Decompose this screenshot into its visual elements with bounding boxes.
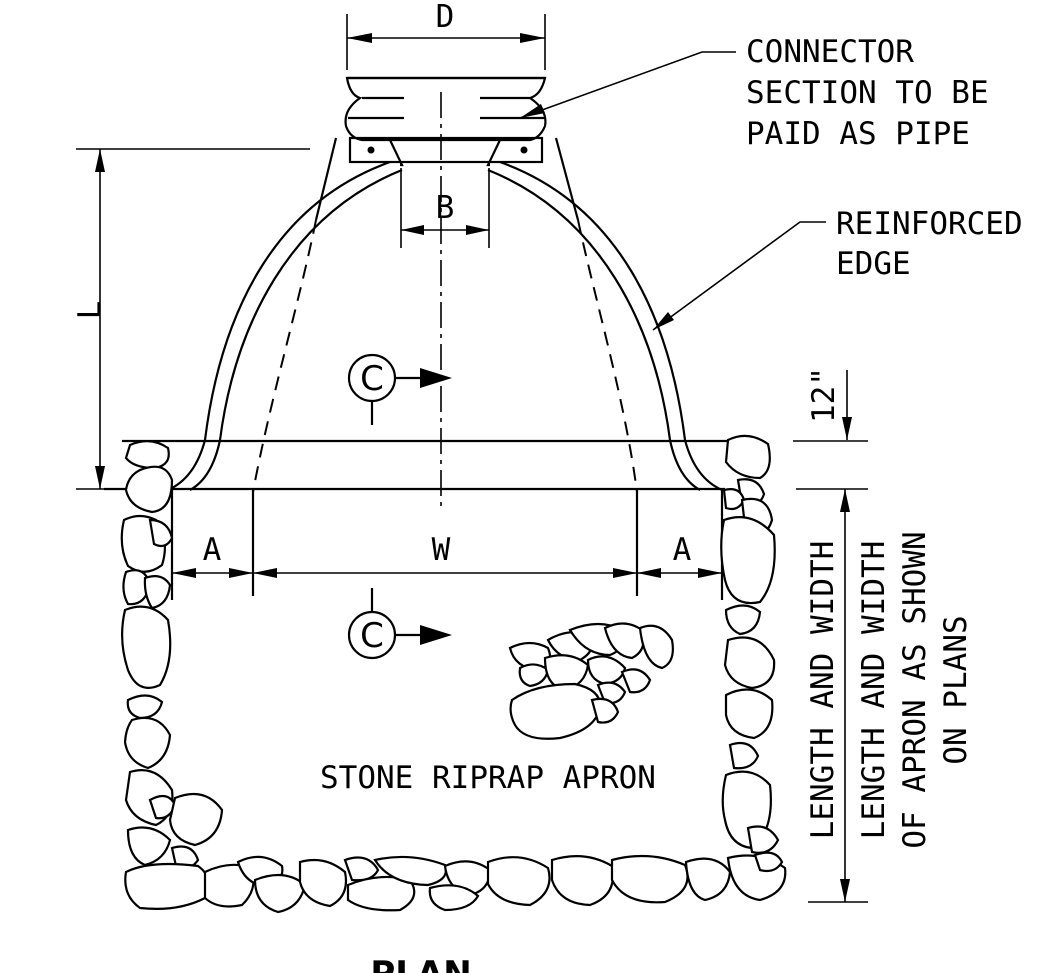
connector-note-line-1: CONNECTOR — [746, 34, 914, 70]
connector-section — [344, 76, 547, 164]
dimension-a-left-label: A — [203, 532, 222, 568]
reinforced-note-line-1: REINFORCED — [836, 206, 1023, 242]
dimension-l-label: L — [72, 301, 108, 320]
connector-note-line-2: SECTION TO BE — [746, 75, 989, 111]
apron-note-line-3: ON PLANS — [938, 615, 974, 764]
apron-length-width-label: LENGTH AND WIDTH — [805, 541, 841, 840]
apron-note-line-2: OF APRON AS SHOWN — [897, 531, 933, 848]
dimension-12-label: 12" — [806, 367, 842, 423]
dimension-12-inch: 12" — [793, 367, 868, 442]
connector-note: CONNECTOR SECTION TO BE PAID AS PIPE — [519, 34, 989, 152]
view-title: PLAN — [370, 954, 471, 973]
dimension-a-right-label: A — [673, 532, 692, 568]
dimension-d-label: D — [436, 0, 455, 35]
riprap-apron — [104, 434, 787, 914]
section-marker-upper: C — [347, 353, 452, 425]
section-marker-lower-letter: C — [360, 616, 384, 656]
reinforced-note-line-2: EDGE — [836, 246, 911, 282]
reinforced-edge-note: REINFORCED EDGE — [652, 206, 1023, 331]
dimension-b-label: B — [436, 190, 455, 226]
stone-riprap-apron-label: STONE RIPRAP APRON — [320, 760, 656, 796]
flared-end-section — [167, 92, 723, 510]
dimension-w-label: W — [432, 532, 451, 568]
apron-note-line-1: LENGTH AND WIDTH — [856, 541, 892, 840]
dimension-a-w: A W A — [172, 532, 722, 578]
dimension-l: L — [72, 148, 310, 490]
connector-note-line-3: PAID AS PIPE — [746, 116, 970, 152]
dimension-b: B — [400, 168, 490, 248]
section-marker-lower: C — [347, 588, 452, 660]
dimension-d: D — [346, 0, 546, 70]
section-marker-upper-letter: C — [360, 359, 384, 399]
apron-dimension: LENGTH AND WIDTH LENGTH AND WIDTH OF APR… — [796, 488, 974, 903]
